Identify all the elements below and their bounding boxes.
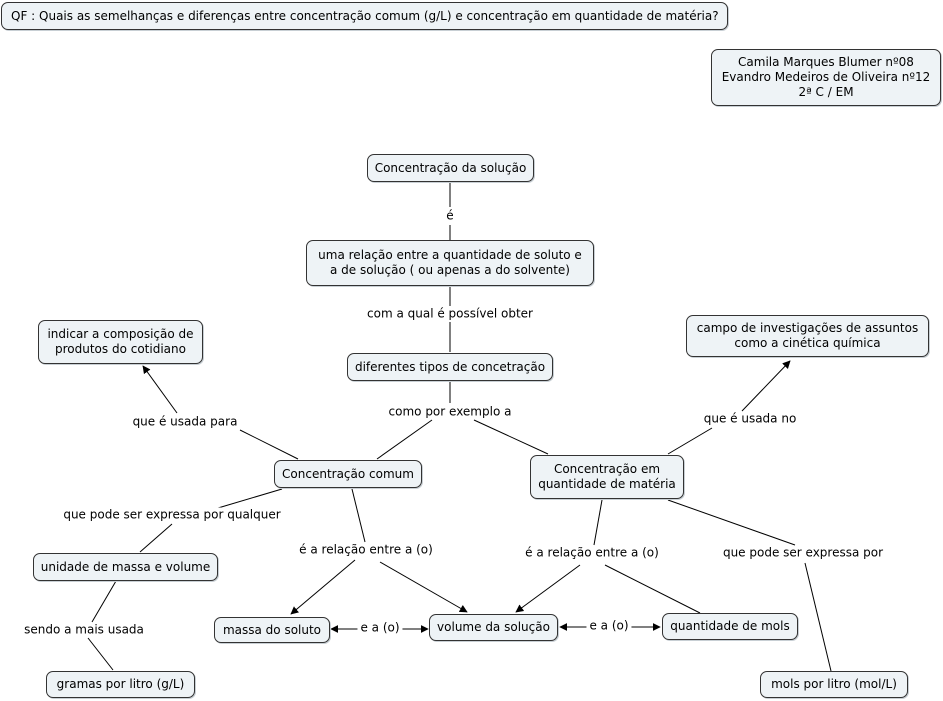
node-concentracao-solucao[interactable]: Concentração da solução	[367, 154, 534, 182]
node-unidade[interactable]: unidade de massa e volume	[33, 553, 218, 581]
link-sendo-gramas	[87, 637, 114, 671]
node-quantidade-mols[interactable]: quantidade de mols	[662, 613, 798, 640]
label-e: é	[443, 208, 457, 224]
link-comum-expressa	[217, 488, 283, 509]
node-gramas[interactable]: gramas por litro (g/L)	[46, 671, 195, 698]
link-relacao1-volume	[379, 561, 468, 613]
link-usadano-campo	[741, 360, 791, 412]
node-relacao[interactable]: uma relação entre a quantidade de soluto…	[306, 240, 594, 286]
link-quantidade-usadano	[667, 427, 713, 455]
link-relacao2-mols	[604, 564, 701, 614]
link-unidade-sendo	[91, 580, 117, 623]
link-quantidade-expressapor	[667, 499, 796, 546]
focus-question: QF : Quais as semelhanças e diferenças e…	[1, 2, 728, 30]
link-exemplo-quantidade	[473, 419, 549, 455]
author-line-2: Evandro Medeiros de Oliveira nº12	[721, 70, 931, 84]
node-campo[interactable]: campo de investigações de assuntos como …	[686, 315, 929, 357]
link-relacao1-massa	[290, 559, 356, 615]
label-sendo-mais-usada: sendo a mais usada	[21, 622, 147, 638]
link-expressapor-molslitro	[804, 562, 832, 672]
label-usada-para: que é usada para	[129, 414, 241, 430]
author-line-1: Camila Marques Blumer nº08	[738, 55, 914, 69]
class-line: 2ª C / EM	[798, 85, 854, 99]
link-comum-usadapara	[239, 429, 299, 460]
label-relacao-2: é a relação entre a (o)	[522, 545, 662, 561]
label-e-a-2: e a (o)	[586, 618, 632, 634]
node-concentracao-comum[interactable]: Concentração comum	[274, 460, 422, 488]
label-expressa-por: que pode ser expressa por	[719, 545, 887, 561]
node-volume-solucao[interactable]: volume da solução	[429, 614, 558, 641]
authors-box: Camila Marques Blumer nº08 Evandro Medei…	[711, 49, 941, 106]
label-expressa-qualquer: que pode ser expressa por qualquer	[60, 507, 284, 523]
label-com-a-qual: com a qual é possível obter	[364, 306, 536, 322]
label-e-a-1: e a (o)	[357, 620, 403, 636]
link-expressa-unidade	[139, 523, 173, 553]
label-como-por-exemplo: como por exemplo a	[385, 404, 515, 420]
link-relacao2-volume	[515, 564, 581, 613]
link-quantidade-relacao2	[593, 499, 603, 546]
node-quantidade-materia[interactable]: Concentração em quantidade de matéria	[530, 455, 684, 499]
node-indicar[interactable]: indicar a composição de produtos do coti…	[38, 320, 203, 364]
node-mols-por-litro[interactable]: mols por litro (mol/L)	[760, 671, 908, 698]
link-usadapara-indicar	[142, 365, 178, 414]
link-comum-relacao1	[351, 488, 366, 543]
node-tipos[interactable]: diferentes tipos de concetração	[347, 353, 553, 381]
node-massa-soluto[interactable]: massa do soluto	[214, 617, 330, 643]
link-exemplo-comum	[376, 419, 433, 460]
label-usada-no: que é usada no	[700, 411, 800, 427]
label-relacao-1: é a relação entre a (o)	[296, 542, 436, 558]
